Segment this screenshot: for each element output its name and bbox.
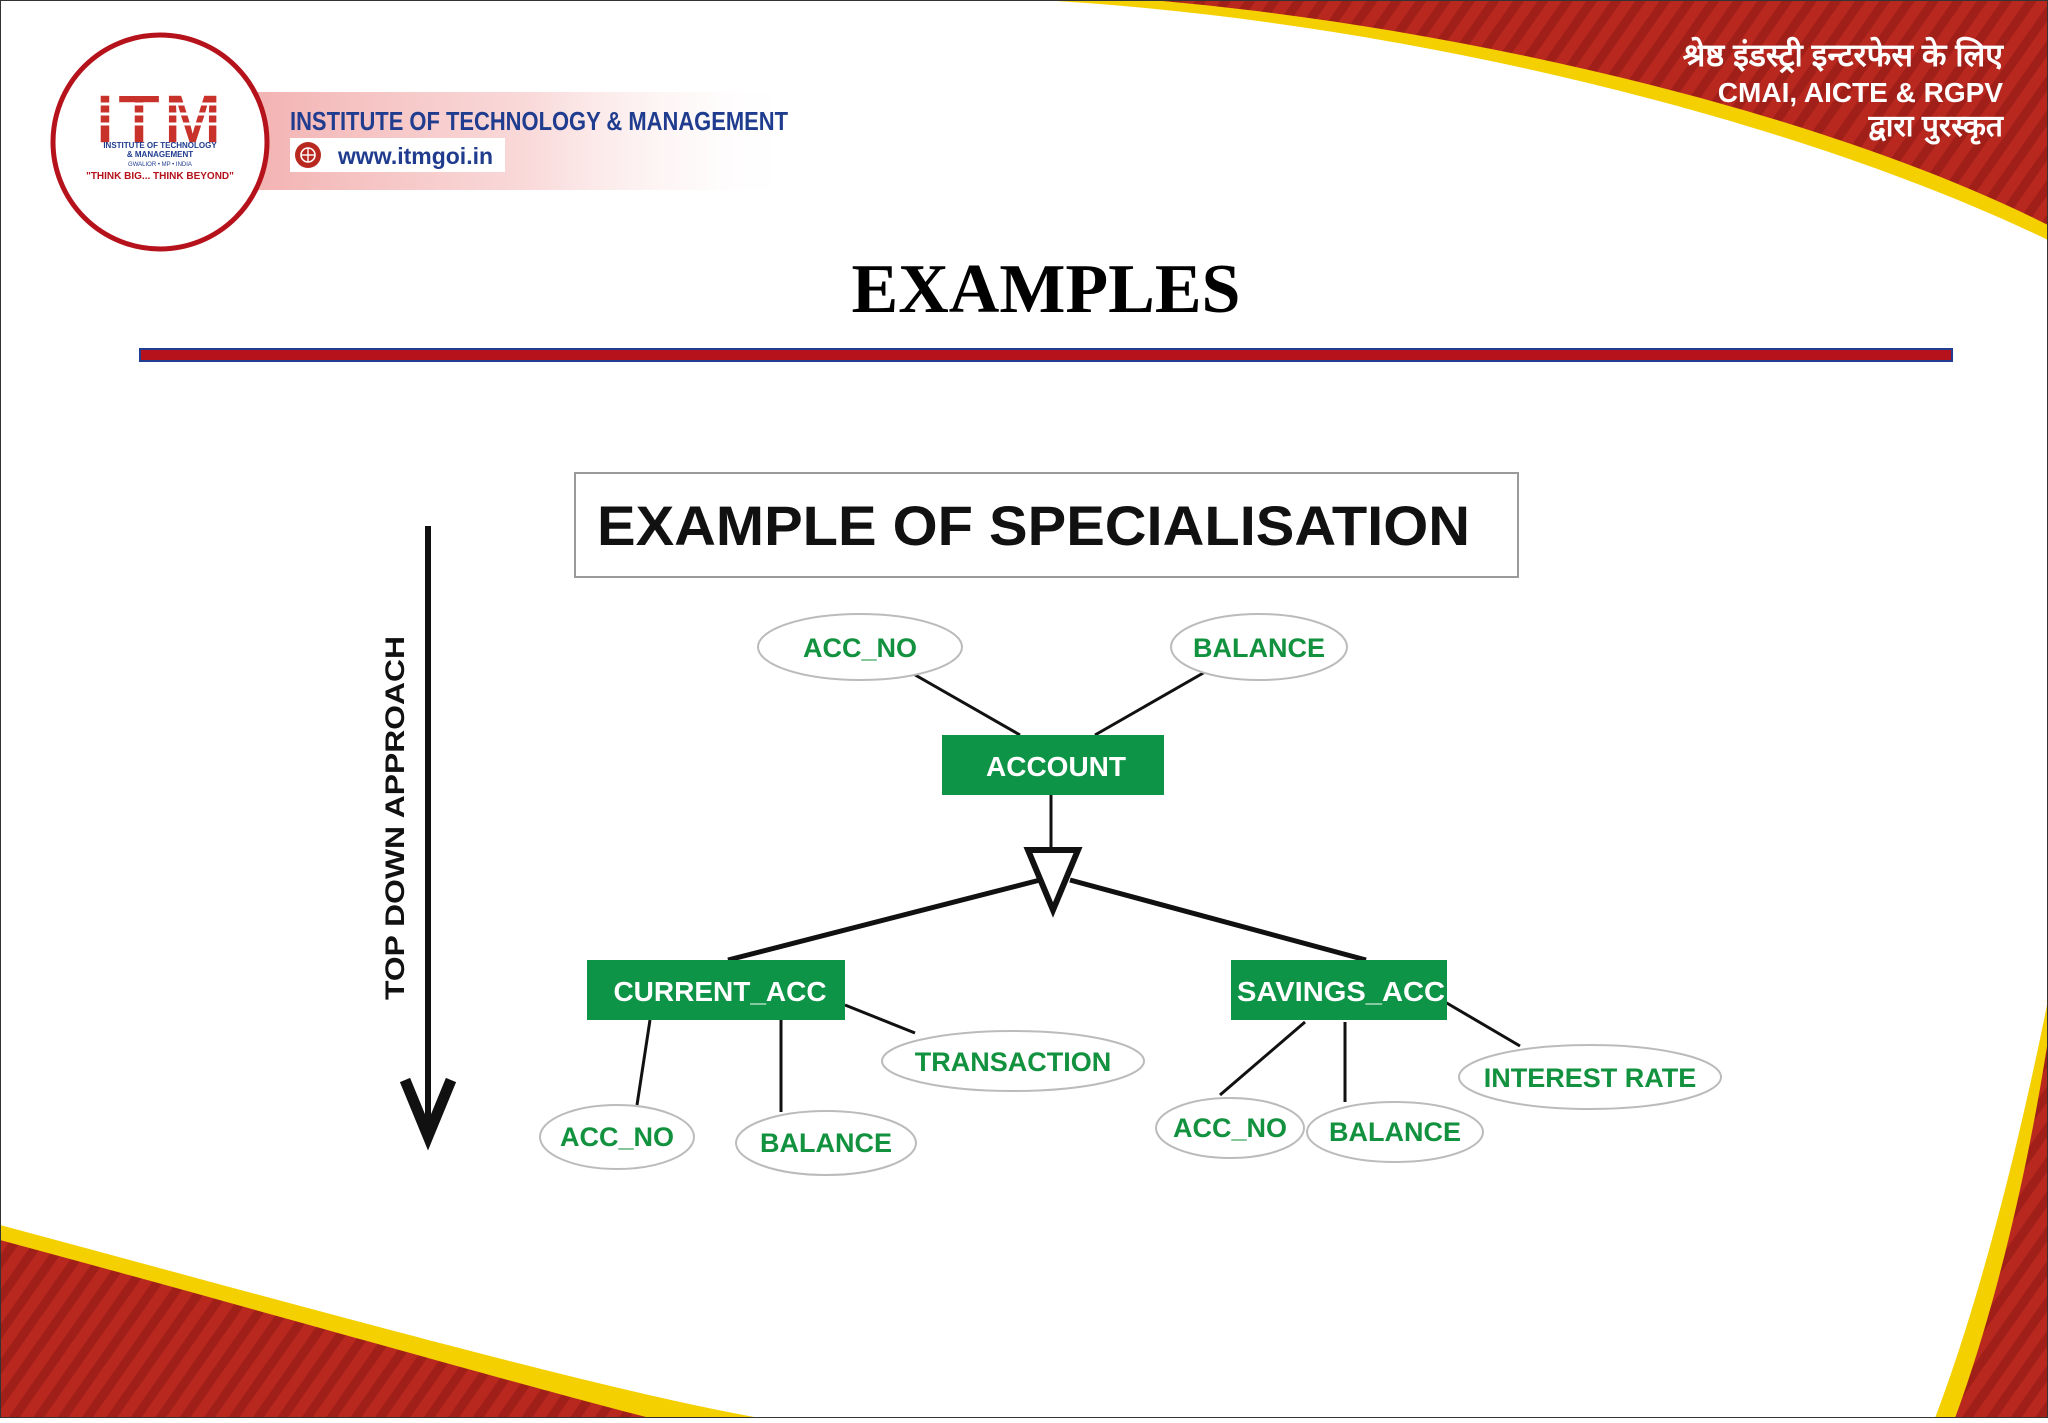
bottom-left-banner [0,1225,760,1418]
logo-letters: ITM [95,80,225,158]
current-attr-transaction: TRANSACTION [915,1047,1112,1077]
entity-current-acc-box [587,960,845,1020]
diagram-heading-box [574,472,1519,578]
entity-savings-acc-box [1231,960,1447,1020]
top-right-banner [1040,0,2048,240]
savings-attr-interest-rate: INTEREST RATE [1484,1063,1697,1093]
logo-small-2: & MANAGEMENT [127,150,193,159]
logo-small-3: GWALIOR • MP • INDIA [128,162,192,168]
diagram-heading: EXAMPLE OF SPECIALISATION [597,494,1470,557]
attribute-ellipse [881,1030,1145,1092]
award-text: श्रेष्ठ इंडस्ट्री इन्टरफेस के लिए CMAI, … [1683,36,2005,145]
parent-attr-balance: BALANCE [1193,633,1325,663]
bottom-right-banner [1935,1000,2048,1418]
award-line-3: द्वारा पुरस्कृत [1867,110,2004,145]
specialisation-triangle [1023,847,1083,918]
entity-savings-acc: SAVINGS_ACC [1237,976,1445,1007]
attribute-ellipse [1306,1101,1484,1163]
globe-icon [295,142,321,168]
parent-attr-acc-no: ACC_NO [803,633,917,663]
attribute-ellipse [1155,1097,1305,1159]
website-box [290,138,505,172]
attribute-ellipse [1170,613,1348,681]
award-line-1: श्रेष्ठ इंडस्ट्री इन्टरफेस के लिए [1683,36,2005,74]
down-arrow-icon [399,526,457,1151]
itm-logo: ITM INSTITUTE OF TECHNOLOGY & MANAGEMENT… [50,32,270,252]
award-line-2: CMAI, AICTE & RGPV [1718,77,2004,108]
entity-account-box [942,735,1164,795]
institute-name: INSTITUTE OF TECHNOLOGY & MANAGEMENT [290,106,788,136]
specialisation-diagram: EXAMPLE OF SPECIALISATION TOP DOWN APPRO… [380,472,1722,1176]
current-attr-balance: BALANCE [760,1128,892,1158]
attribute-ellipse [735,1110,917,1176]
attribute-ellipse [539,1104,695,1170]
entity-account: ACCOUNT [986,751,1126,782]
attribute-ellipse [757,613,963,681]
title-rule [139,348,1953,362]
relationship-lines [635,670,1521,1112]
entity-current-acc: CURRENT_ACC [613,976,826,1007]
logo-tagline: "THINK BIG... THINK BEYOND" [86,171,234,182]
slide-title: EXAMPLES [852,251,1241,328]
savings-attr-acc-no: ACC_NO [1173,1113,1287,1143]
current-attr-acc-no: ACC_NO [560,1122,674,1152]
attribute-ellipse [1458,1044,1722,1110]
savings-attr-balance: BALANCE [1329,1117,1461,1147]
logo-small-1: INSTITUTE OF TECHNOLOGY [103,141,217,150]
approach-label: TOP DOWN APPROACH [380,636,410,1000]
website-link[interactable]: www.itmgoi.in [337,143,493,169]
